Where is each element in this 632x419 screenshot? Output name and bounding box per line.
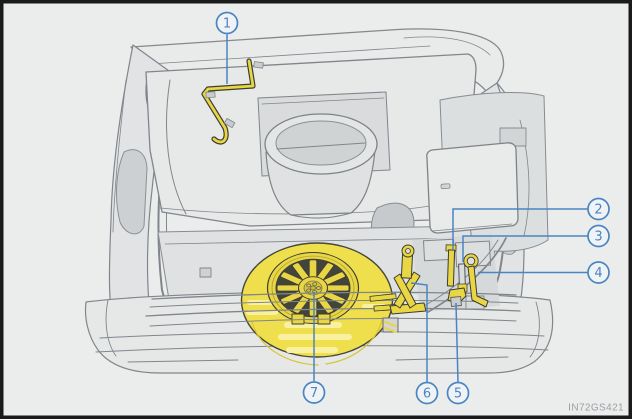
hook-clip xyxy=(253,61,264,69)
floor-hook xyxy=(382,317,399,333)
figure-code: IN72GS421 xyxy=(568,403,624,414)
spare-tire xyxy=(240,242,394,366)
callout-2-leader xyxy=(452,208,588,250)
callout-markers: 1 2 3 4 5 6 7 xyxy=(215,11,610,405)
callout-5-leader xyxy=(455,302,459,383)
callout-6: 6 xyxy=(415,381,439,405)
callout-3-number: 3 xyxy=(594,230,602,245)
tire-tread-slots xyxy=(246,300,386,353)
jack xyxy=(369,244,427,315)
callout-6-leader xyxy=(410,282,428,382)
hook-clip xyxy=(205,91,216,99)
callout-1-number: 1 xyxy=(223,17,231,32)
towing-eyelet-hook xyxy=(201,58,264,145)
callout-7: 7 xyxy=(302,381,326,404)
callout-2: 2 xyxy=(587,197,610,221)
callout-1: 1 xyxy=(215,11,239,35)
callout-5: 5 xyxy=(446,381,470,405)
callout-4-number: 4 xyxy=(594,266,602,281)
callout-leaders xyxy=(226,34,588,383)
spare-wheel-rim xyxy=(266,252,360,324)
callout-6-number: 6 xyxy=(423,387,431,402)
side-cover-panel xyxy=(426,142,519,234)
panel-handle-slot xyxy=(440,183,451,190)
callout-3: 3 xyxy=(587,224,610,248)
tool-tub xyxy=(264,113,378,219)
left-taillight-inner xyxy=(116,149,148,235)
callout-2-number: 2 xyxy=(594,203,602,218)
callout-7-number: 7 xyxy=(310,386,318,401)
wheel-nut-wrench xyxy=(463,253,489,308)
callout-4: 4 xyxy=(587,261,610,284)
callout-5-number: 5 xyxy=(454,387,462,402)
callout-3-leader xyxy=(462,235,588,262)
hook-clip xyxy=(223,118,236,129)
